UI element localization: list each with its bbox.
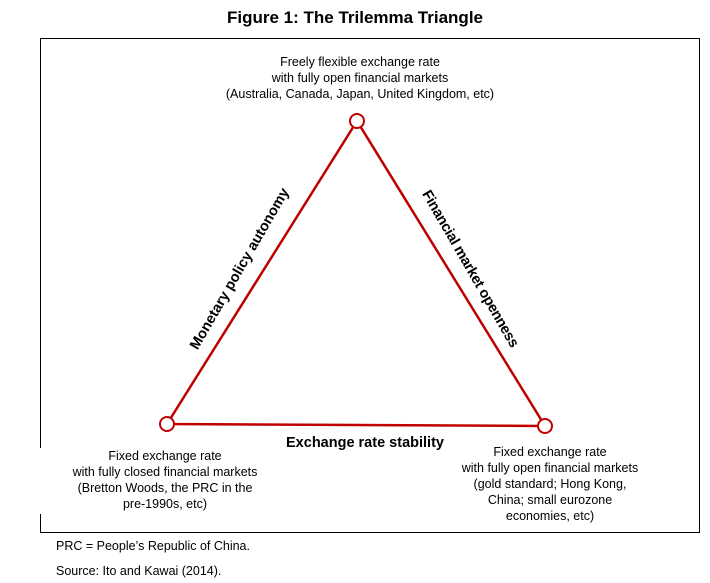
vertex-bottom-right-text: Fixed exchange rate with fully open fina… — [440, 444, 660, 524]
vertex-bottom-left-line: with fully closed financial markets — [72, 465, 258, 479]
vertex-bottom-left-line: Fixed exchange rate — [108, 449, 222, 463]
vertex-top-marker — [349, 113, 365, 129]
vertex-bottom-left-text: Fixed exchange rate with fully closed fi… — [40, 448, 290, 514]
vertex-bottom-left-marker — [159, 416, 175, 432]
source-note: Source: Ito and Kawai (2014). — [56, 564, 222, 578]
vertex-top-line: Freely flexible exchange rate — [280, 55, 440, 69]
vertex-bottom-right-line: Fixed exchange rate — [493, 445, 607, 459]
side-label-exchange-rate-stability: Exchange rate stability — [286, 435, 444, 451]
vertex-bottom-right-line: China; small eurozone — [487, 493, 613, 507]
vertex-top-line: with fully open financial markets — [271, 71, 449, 85]
figure-title: Figure 1: The Trilemma Triangle — [226, 8, 483, 27]
vertex-bottom-right-line: (gold standard; Hong Kong, — [473, 477, 627, 491]
vertex-bottom-left-line: pre-1990s, etc) — [122, 497, 208, 511]
vertex-top-text: Freely flexible exchange rate with fully… — [160, 54, 560, 102]
vertex-top-line: (Australia, Canada, Japan, United Kingdo… — [225, 87, 495, 101]
trilemma-triangle — [164, 118, 548, 428]
vertex-bottom-left-line: (Bretton Woods, the PRC in the — [77, 481, 253, 495]
abbreviation-note: PRC = People’s Republic of China. — [56, 539, 250, 553]
vertex-bottom-right-marker — [537, 418, 553, 434]
vertex-bottom-right-line: with fully open financial markets — [461, 461, 639, 475]
vertex-bottom-right-line: economies, etc) — [505, 509, 595, 523]
figure-frame — [40, 38, 700, 533]
